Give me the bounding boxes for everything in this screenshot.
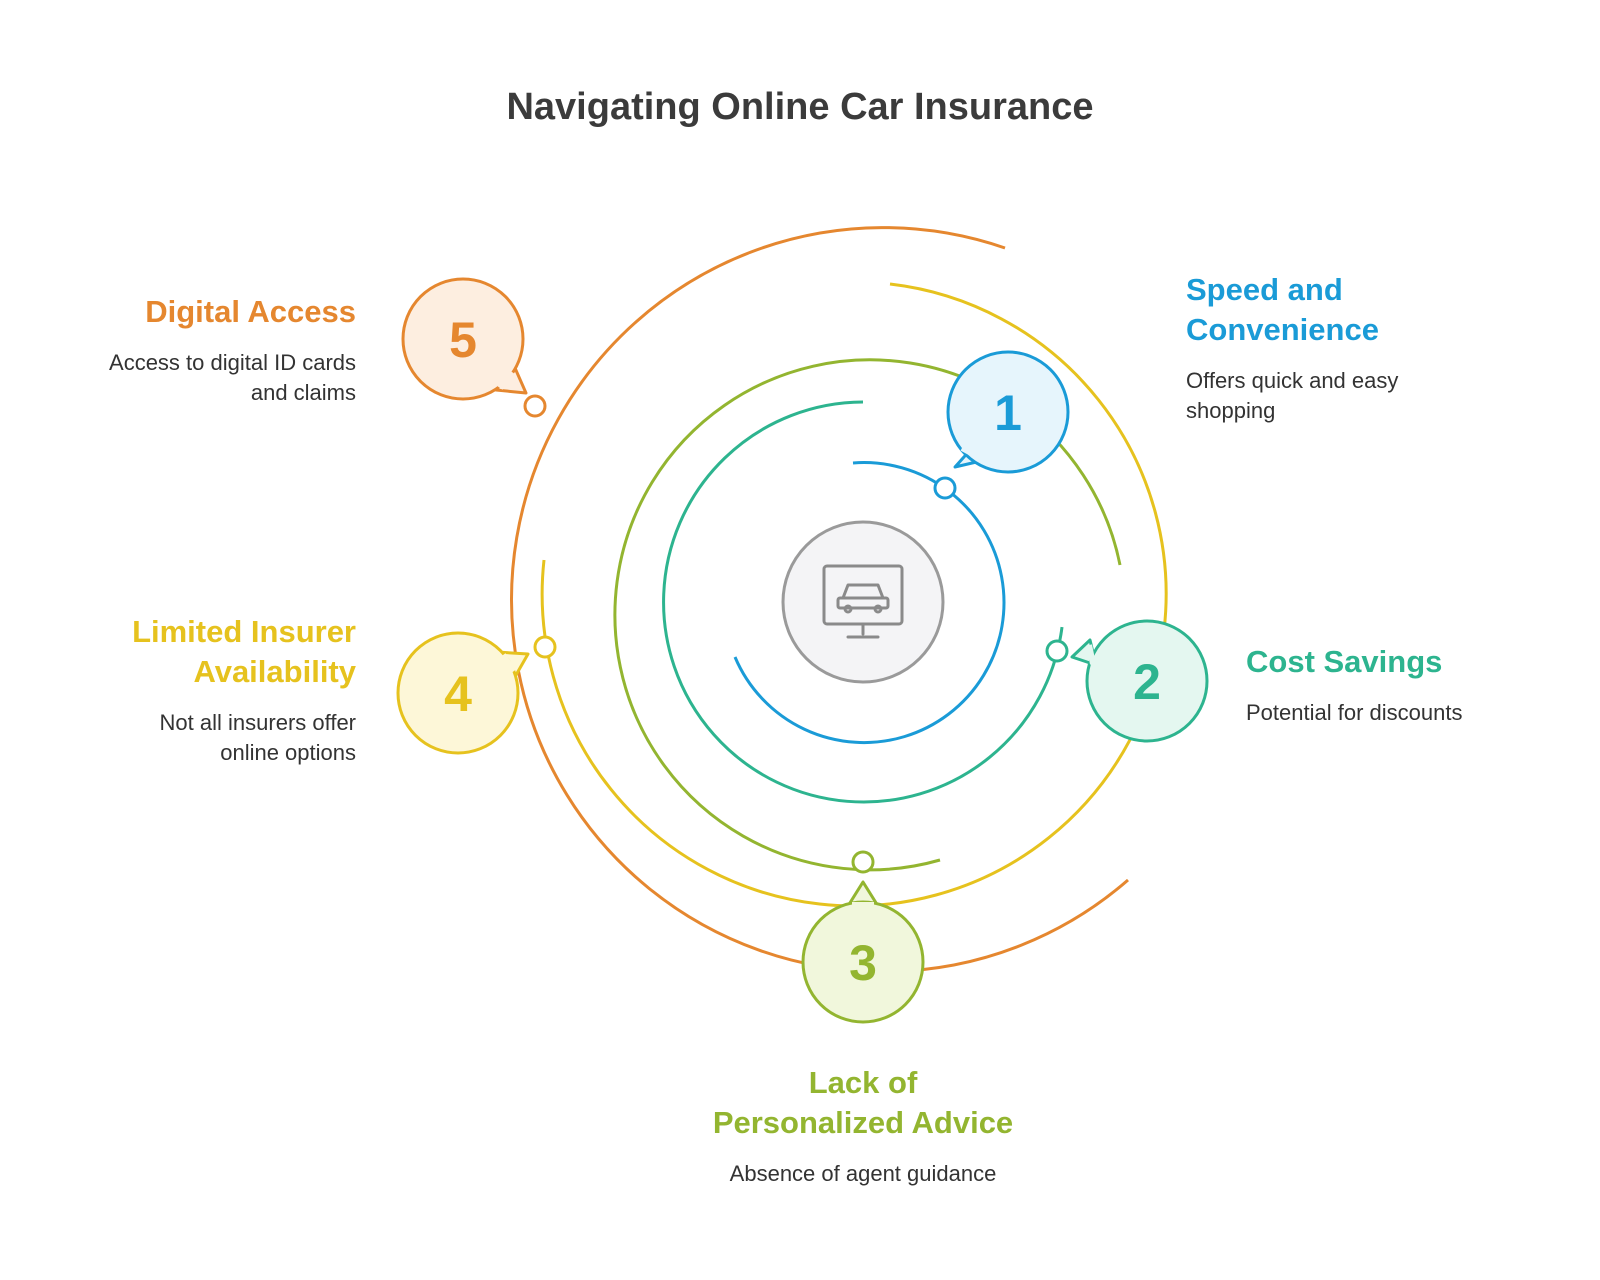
- item-3-description: Absence of agent guidance: [729, 1161, 997, 1186]
- ring-4-arc: [540, 282, 1168, 908]
- center-circle: [781, 520, 945, 684]
- connector-dot-5: [523, 394, 547, 418]
- item-4-description: Not all insurers offer online options: [159, 710, 356, 765]
- item-2-text: Cost Savings Potential for discounts: [1246, 642, 1566, 728]
- item-5-description: Access to digital ID cards and claims: [109, 350, 356, 405]
- connector-dot-2: [1045, 639, 1069, 663]
- bubble-4: 4: [396, 631, 530, 755]
- connector-dot-3: [851, 850, 875, 874]
- bubble-5: 5: [401, 277, 528, 401]
- bubble-3: 3: [801, 880, 925, 1024]
- ring-2-arc: [662, 400, 1064, 804]
- bubble-5-number: 5: [449, 312, 477, 368]
- bubble-1: 1: [946, 350, 1070, 474]
- bubble-3-number: 3: [849, 935, 877, 991]
- item-1-heading: Speed and Convenience: [1186, 272, 1379, 347]
- connector-dot-4: [533, 635, 557, 659]
- bubble-4-number: 4: [444, 666, 472, 722]
- item-3-heading: Lack of Personalized Advice: [712, 1065, 1014, 1140]
- bubble-1-number: 1: [994, 385, 1022, 441]
- item-1-description: Offers quick and easy shopping: [1186, 368, 1399, 423]
- page-title: Navigating Online Car Insurance: [506, 86, 1094, 128]
- bubble-2-number: 2: [1133, 654, 1161, 710]
- item-5-heading: Digital Access: [145, 294, 356, 329]
- bubble-2: 2: [1070, 619, 1209, 743]
- item-5-text: Digital Access Access to digital ID card…: [36, 292, 356, 408]
- item-4-heading: Limited Insurer Availability: [132, 614, 356, 689]
- item-2-heading: Cost Savings: [1246, 644, 1443, 679]
- connector-dot-1: [933, 476, 957, 500]
- item-3-text: Lack of Personalized Advice Absence of a…: [663, 1063, 1063, 1189]
- item-4-text: Limited Insurer Availability Not all ins…: [56, 612, 356, 768]
- car-monitor-icon: [822, 564, 904, 639]
- item-1-text: Speed and Convenience Offers quick and e…: [1186, 270, 1516, 426]
- item-2-description: Potential for discounts: [1246, 700, 1463, 725]
